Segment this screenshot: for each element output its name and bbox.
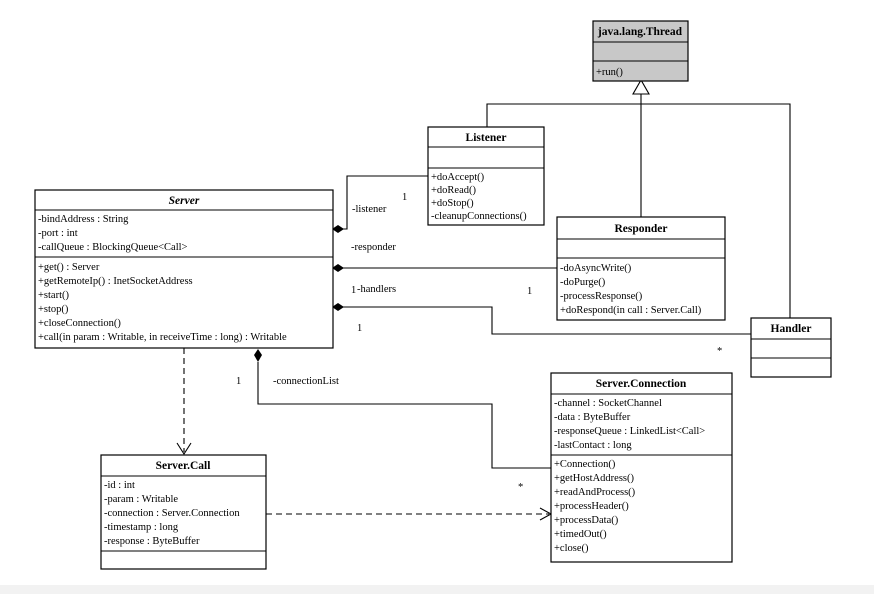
server-method: +get() : Server (38, 262, 100, 273)
connection-attribute: -responseQueue : LinkedList<Call> (554, 426, 705, 437)
class-handler[interactable]: Handler (750, 317, 832, 378)
server-box (34, 189, 334, 349)
handler-inherits-thread-line (641, 103, 791, 318)
responder-title: Responder (614, 223, 667, 235)
class-listener[interactable]: Listener +doAccept() +doRead() +doStop()… (427, 126, 545, 226)
connectionlist-multiplicity: 1 (236, 376, 241, 387)
listener-method: +doStop() (431, 198, 474, 209)
call-title: Server.Call (156, 460, 211, 472)
connectionlist-role-label: -connectionList (273, 376, 339, 387)
server-call-arrowhead (176, 442, 192, 456)
server-handlers-line (343, 306, 751, 335)
responder-multiplicity: 1 (527, 286, 532, 297)
handler-box (750, 317, 832, 378)
call-attribute: -connection : Server.Connection (104, 508, 240, 519)
listener-box (427, 126, 545, 226)
responder-composition-diamond (332, 264, 344, 272)
connection-attribute: -lastContact : long (554, 440, 632, 451)
responder-box (556, 216, 726, 321)
handler-title: Handler (771, 323, 812, 335)
class-server-connection[interactable]: Server.Connection -channel : SocketChann… (550, 372, 733, 563)
handlers-multiplicity: 1 (357, 323, 362, 334)
connection-method: +Connection() (554, 459, 616, 470)
connection-method: +timedOut() (554, 529, 607, 540)
connection-box (550, 372, 733, 563)
responder-role-label: -responder (351, 242, 396, 253)
class-server-call[interactable]: Server.Call -id : int -param : Writable … (100, 454, 267, 570)
server-method: +call(in param : Writable, in receiveTim… (38, 332, 287, 343)
connection-title: Server.Connection (596, 378, 687, 390)
call-attribute: -response : ByteBuffer (104, 536, 200, 547)
handlers-composition-diamond (332, 303, 344, 311)
handlers-multiplicity-top: 1 (351, 285, 356, 296)
connection-method: +getHostAddress() (554, 473, 634, 484)
listener-method: -cleanupConnections() (431, 211, 527, 222)
thread-box (592, 20, 689, 82)
connectionlist-composition-diamond (254, 349, 262, 362)
class-thread[interactable]: java.lang.Thread +run() (592, 20, 689, 82)
responder-method: -processResponse() (560, 291, 643, 302)
server-title: Server (169, 195, 200, 207)
connection-method: +processHeader() (554, 501, 629, 512)
responder-method: -doPurge() (560, 277, 606, 288)
responder-method: +doRespond(in call : Server.Call) (560, 305, 702, 316)
class-server[interactable]: Server -bindAddress : String -port : int… (34, 189, 334, 349)
server-attribute: -callQueue : BlockingQueue<Call> (38, 242, 188, 253)
thread-title: java.lang.Thread (597, 26, 683, 38)
server-attribute: -bindAddress : String (38, 214, 129, 225)
bottom-strip (0, 585, 874, 594)
handler-multiplicity-star: * (717, 346, 722, 357)
server-connectionlist-line (257, 362, 551, 469)
listener-multiplicity: 1 (402, 192, 407, 203)
listener-method: +doRead() (431, 185, 476, 196)
connection-method: +close() (554, 543, 589, 554)
listener-role-label: -listener (352, 204, 387, 215)
call-attribute: -id : int (104, 480, 135, 491)
server-listener-line (343, 175, 428, 230)
class-responder[interactable]: Responder -doAsyncWrite() -doPurge() -pr… (556, 216, 726, 321)
responder-method: -doAsyncWrite() (560, 263, 632, 274)
call-attribute: -timestamp : long (104, 522, 179, 533)
generalization-arrowhead (632, 78, 650, 95)
listener-method: +doAccept() (431, 172, 485, 183)
thread-method: +run() (596, 67, 623, 78)
listener-inherits-thread-line (486, 103, 641, 127)
listener-title: Listener (466, 132, 507, 144)
connection-attribute: -data : ByteBuffer (554, 412, 631, 423)
server-method: +start() (38, 290, 69, 301)
server-attribute: -port : int (38, 228, 78, 239)
connection-multiplicity-star: * (518, 482, 523, 493)
server-method: +stop() (38, 304, 69, 315)
call-attribute: -param : Writable (104, 494, 178, 505)
connection-method: +readAndProcess() (554, 487, 636, 498)
call-box (100, 454, 267, 570)
listener-composition-diamond (332, 225, 344, 233)
handlers-role-label: -handlers (357, 284, 396, 295)
server-method: +getRemoteIp() : InetSocketAddress (38, 276, 193, 287)
server-method: +closeConnection() (38, 318, 121, 329)
connection-method: +processData() (554, 515, 619, 526)
connection-attribute: -channel : SocketChannel (554, 398, 662, 409)
